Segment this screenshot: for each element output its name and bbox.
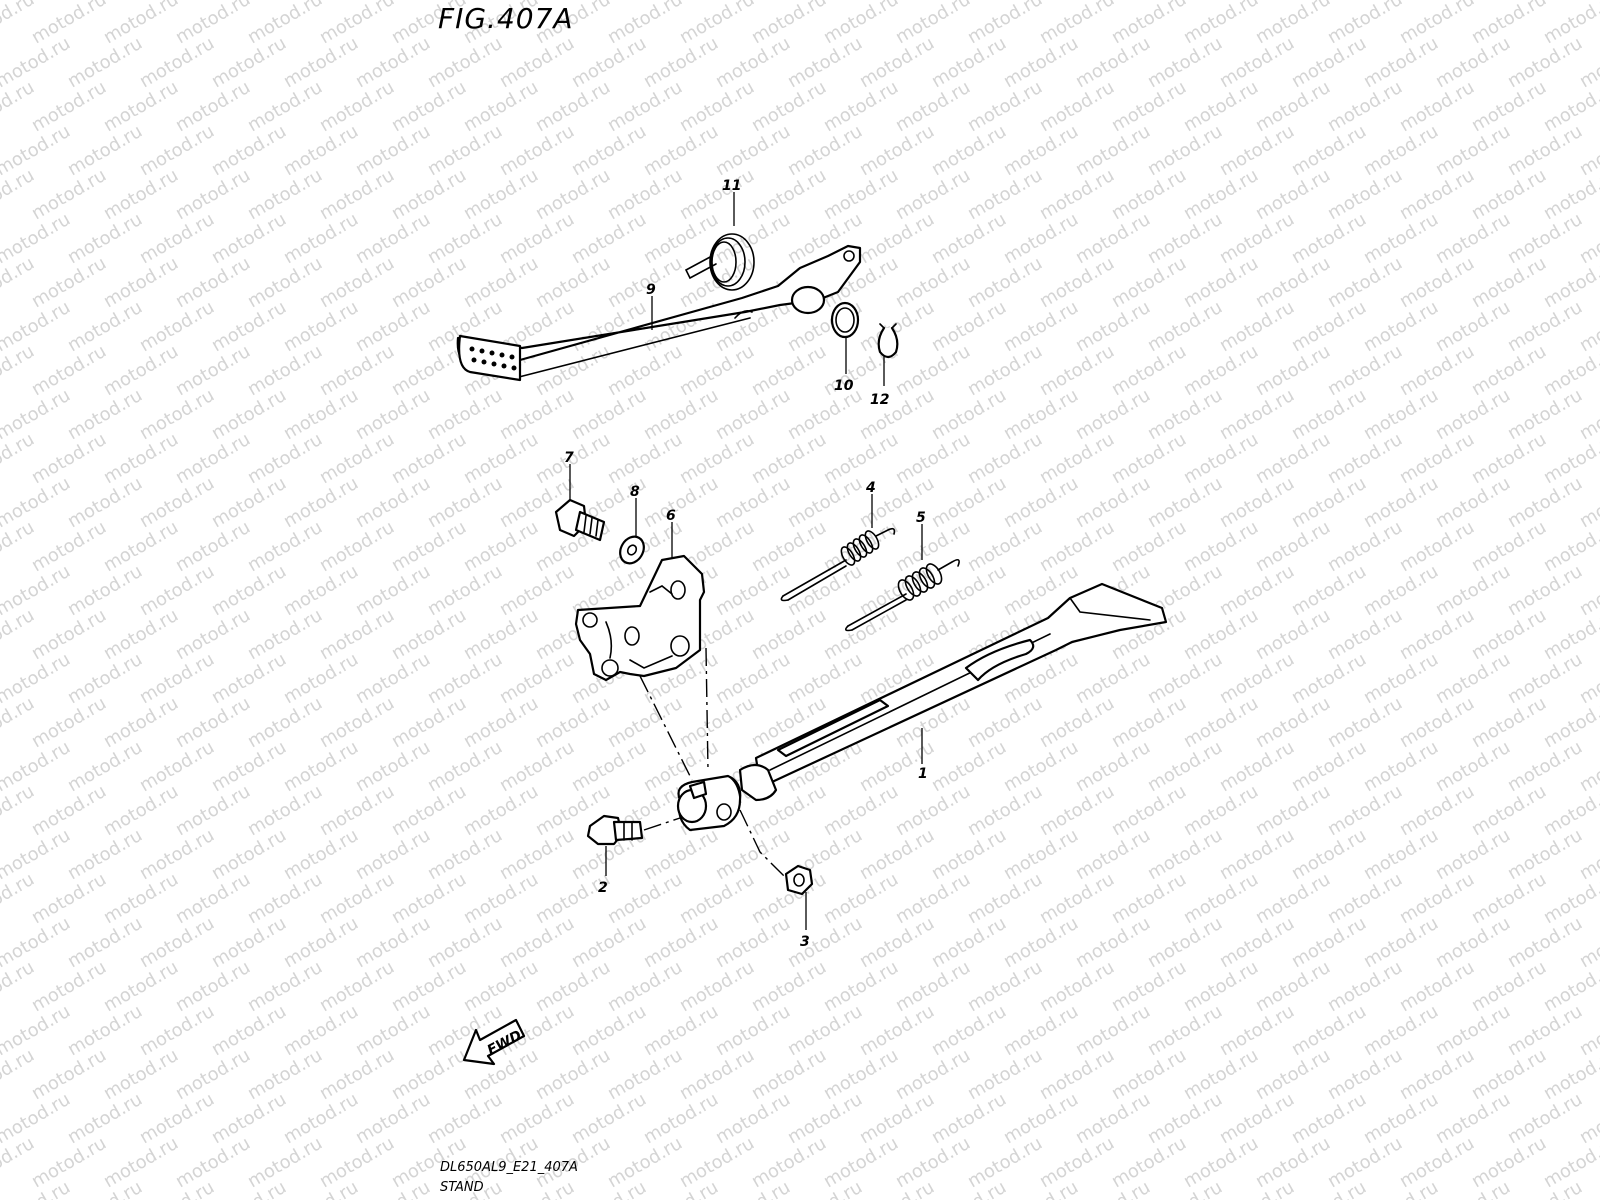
stand-bracket bbox=[574, 554, 706, 682]
lever-circlip bbox=[877, 323, 899, 359]
watermark-text: motod.ru bbox=[1576, 0, 1600, 4]
stand-pivot-bolt bbox=[586, 814, 644, 846]
gearshift-lever bbox=[456, 244, 862, 382]
callout-1: 1 bbox=[918, 766, 928, 782]
callout-5: 5 bbox=[916, 510, 926, 526]
figure-code: DL650AL9_E21_407A bbox=[440, 1160, 578, 1175]
side-stand bbox=[676, 582, 1168, 832]
stand-spring-outer bbox=[844, 558, 960, 632]
callout-4: 4 bbox=[865, 480, 876, 496]
bracket-bolt bbox=[554, 498, 606, 542]
callout-3: 3 bbox=[800, 934, 810, 950]
lever-return-spring bbox=[684, 233, 755, 291]
callout-11: 11 bbox=[722, 178, 741, 194]
stand-spring-inner bbox=[780, 527, 896, 602]
callout-12: 12 bbox=[870, 392, 889, 408]
figure-name: STAND bbox=[440, 1180, 484, 1195]
lever-washer bbox=[830, 301, 860, 339]
callout-9: 9 bbox=[646, 282, 656, 298]
callout-2: 2 bbox=[598, 880, 608, 896]
stand-nut bbox=[784, 864, 814, 896]
callout-7: 7 bbox=[564, 450, 574, 466]
callout-8: 8 bbox=[630, 484, 640, 500]
forward-direction-arrow: FWD bbox=[462, 1018, 526, 1066]
callout-10: 10 bbox=[834, 378, 854, 394]
callout-6: 6 bbox=[666, 508, 676, 524]
bracket-washer bbox=[619, 535, 645, 565]
